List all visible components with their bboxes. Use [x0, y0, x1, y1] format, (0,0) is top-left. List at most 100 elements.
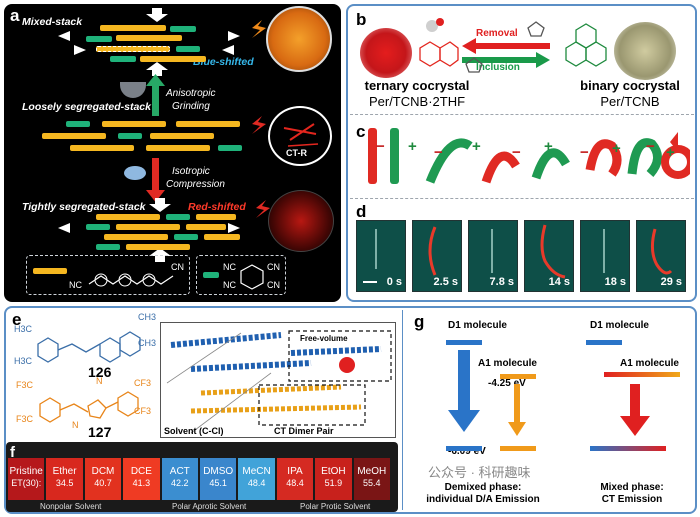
compression-label: Compression [166, 179, 225, 190]
d1-right-label: D1 molecule [590, 320, 649, 331]
anisotropic-label: Anisotropic [166, 88, 216, 99]
op-2: + [408, 138, 417, 155]
mixed-sub: CT Emission [601, 494, 663, 505]
bending-sequence [368, 128, 690, 184]
energy-diagram [446, 340, 680, 451]
mortar-icon [120, 82, 146, 98]
solvent-et30: 40.7 [94, 477, 112, 488]
ch3-b: CH3 [138, 312, 157, 322]
time-label: 2.5 s [433, 276, 458, 288]
tcnb-acceptor-legend: NC CN NC CN [196, 255, 286, 295]
panel-e-label: e [12, 310, 22, 329]
time-label: 29 s [660, 276, 682, 288]
solvent-name: MeCN [242, 466, 271, 477]
packing-structure [166, 330, 392, 434]
op-9: − [646, 138, 655, 155]
isotropic-label: Isotropic [172, 166, 210, 177]
solvent-et30: ET(30): [11, 477, 42, 488]
binary-title: binary cocrystal [580, 78, 680, 93]
time-label: 14 s [548, 276, 570, 288]
polar-aprotic-label: Polar Aprotic Solvent [172, 502, 247, 511]
solvent-et30: 48.4 [247, 477, 266, 488]
ch3-a: H3C [14, 324, 33, 334]
nonpolar-label: Nonpolar Solvent [40, 502, 102, 511]
compound-126: 126 [88, 364, 112, 380]
free-volume-label: Free-volume [300, 334, 348, 343]
panel-a-label: a [10, 6, 20, 25]
ch3-c: CH3 [138, 338, 157, 348]
red-shifted-label: Red-shifted [188, 201, 246, 213]
crystal-needle [603, 229, 605, 273]
op-1: − [376, 138, 385, 155]
cf3-d: F3C [16, 414, 34, 424]
video-frame-6: 29 s [636, 220, 686, 292]
mixed-stack-photo [266, 6, 332, 72]
solvent-name: ACT [169, 466, 190, 477]
solvent-name: Pristine [9, 466, 43, 477]
solvent-name: EtOH [321, 466, 346, 477]
solvent-et30: 48.4 [286, 477, 304, 488]
a1-right-label: A1 molecule [620, 358, 679, 369]
tightly-segregated-label: Tightly segregated-stack [22, 201, 146, 213]
crystal-needle [375, 229, 377, 269]
molecule-126 [37, 331, 141, 363]
removal-label: Removal [476, 28, 518, 39]
packing-diagram [160, 322, 396, 438]
panel-c-label: c [356, 122, 366, 141]
op-6: + [544, 138, 553, 155]
op-5: − [512, 144, 521, 161]
video-frame-1: 0 s [356, 220, 406, 292]
divider-g [402, 310, 403, 510]
ternary-crystal-photo [360, 28, 412, 78]
ct-dimer-label: CT Dimer Pair [274, 426, 334, 436]
thf-icon [527, 21, 545, 37]
time-label: 7.8 s [489, 276, 514, 288]
nc-label-3: NC [223, 280, 236, 290]
compound-127: 127 [88, 424, 112, 440]
tcnb-donor-legend: NC CN [26, 255, 190, 295]
solvent-et30: 42.2 [171, 477, 189, 488]
separator-cd [350, 198, 694, 199]
crystal-bending [428, 226, 437, 276]
cn-label: CN [171, 262, 184, 272]
cf3-c: CF3 [134, 406, 152, 416]
a1-left-label: A1 molecule [478, 358, 537, 369]
cf3-a: F3C [16, 380, 34, 390]
video-frame-2: 2.5 s [412, 220, 462, 292]
panel-a-arrows [58, 8, 270, 262]
solvent-name: DCM [91, 466, 115, 477]
time-label: 18 s [604, 276, 626, 288]
ternary-formula: Per/TCNB·2THF [368, 94, 466, 109]
binary-crystal-photo [614, 22, 676, 80]
n-label-b: N [72, 420, 79, 430]
solvent-name: IPA [287, 466, 303, 477]
solvent-et30: 34.5 [55, 477, 74, 488]
solvent-et30: 55.4 [363, 477, 381, 488]
solvent-et30: 45.1 [209, 477, 227, 488]
solvent-et30: 51.9 [324, 477, 343, 488]
scale-bar [363, 281, 377, 283]
cn-label-2: CN [267, 262, 280, 272]
solvent-name: DCE [130, 466, 152, 477]
thf-icon-2 [465, 57, 483, 73]
solvent-name: Ether [52, 466, 77, 477]
grinding-label: Grinding [172, 101, 210, 112]
blue-shifted-label: Blue-shifted [193, 56, 254, 68]
video-frame-3: 7.8 s [468, 220, 518, 292]
a1-energy: -4.25 eV [488, 378, 526, 389]
crystal-bending [540, 224, 566, 279]
ct-r-photo: CT-R [268, 106, 332, 166]
solvent-name: DMSO [203, 466, 234, 477]
ct-r-label: CT-R [286, 148, 307, 158]
removal-inclusion-arrows [462, 38, 550, 68]
video-frame-5: 18 s [580, 220, 630, 292]
video-frame-4: 14 s [524, 220, 574, 292]
tcnb-ring [240, 264, 264, 290]
